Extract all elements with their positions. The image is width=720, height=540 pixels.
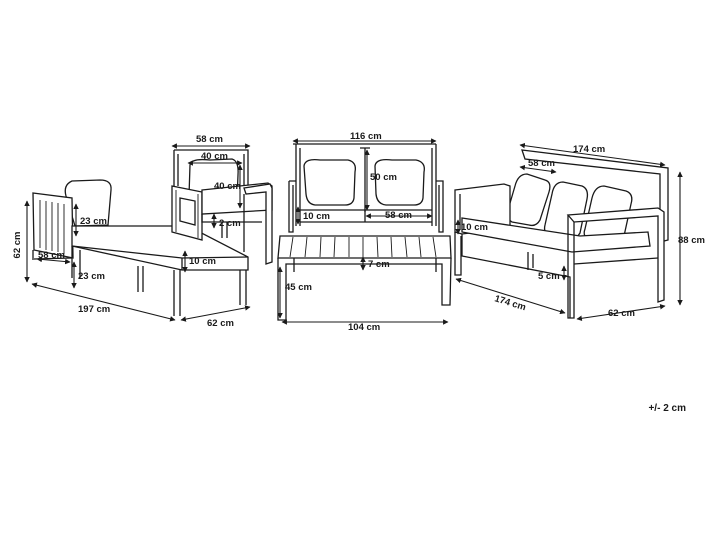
armchair-dimension-lines (171, 143, 251, 229)
dim-chaise-length: 197 cm (78, 304, 110, 315)
dim-table-height: 45 cm (285, 282, 312, 293)
coffee-table-dimension-lines (277, 256, 449, 325)
dim-loveseat-cushion: 10 cm (303, 211, 330, 222)
dim-sofa-cushion: 10 cm (461, 222, 488, 233)
dim-sofa-leg-gap: 5 cm (538, 271, 560, 282)
tolerance-note: +/- 2 cm (648, 403, 686, 414)
dim-loveseat-back-height: 50 cm (370, 172, 397, 183)
sofa-dimension-lines (455, 142, 683, 321)
dim-loveseat-width: 116 cm (350, 131, 382, 142)
dim-chair-outer-width: 58 cm (196, 134, 223, 145)
dim-loveseat-seat-width: 58 cm (385, 210, 412, 221)
dim-sofa-height: 88 cm (678, 235, 705, 246)
dim-sofa-width: 174 cm (573, 144, 605, 155)
loveseat-dimension-lines (292, 138, 437, 225)
dim-chaise-height: 62 cm (12, 232, 23, 259)
loveseat-drawing (288, 143, 444, 233)
armchair-drawing (171, 149, 273, 265)
dim-chaise-leg-height: 23 cm (78, 271, 105, 282)
dim-chair-seat-gap: 2 cm (219, 218, 241, 229)
dim-chaise-width: 62 cm (207, 318, 234, 329)
dim-chaise-arm-height: 23 cm (80, 216, 107, 227)
sofa-drawing (454, 149, 669, 319)
dim-table-length: 104 cm (348, 322, 380, 333)
dim-chaise-arm-width: 58 cm (38, 250, 65, 261)
dim-sofa-depth: 62 cm (608, 308, 635, 319)
dim-table-thickness: 7 cm (368, 259, 390, 270)
dim-sofa-seat-width: 58 cm (528, 158, 555, 169)
dim-chair-inner-width: 40 cm (201, 151, 228, 162)
dim-chaise-cushion: 10 cm (189, 256, 216, 267)
chaise-dimension-lines (24, 200, 251, 322)
coffee-table-drawing (277, 235, 452, 321)
dim-chair-back-height: 40 cm (214, 181, 241, 192)
